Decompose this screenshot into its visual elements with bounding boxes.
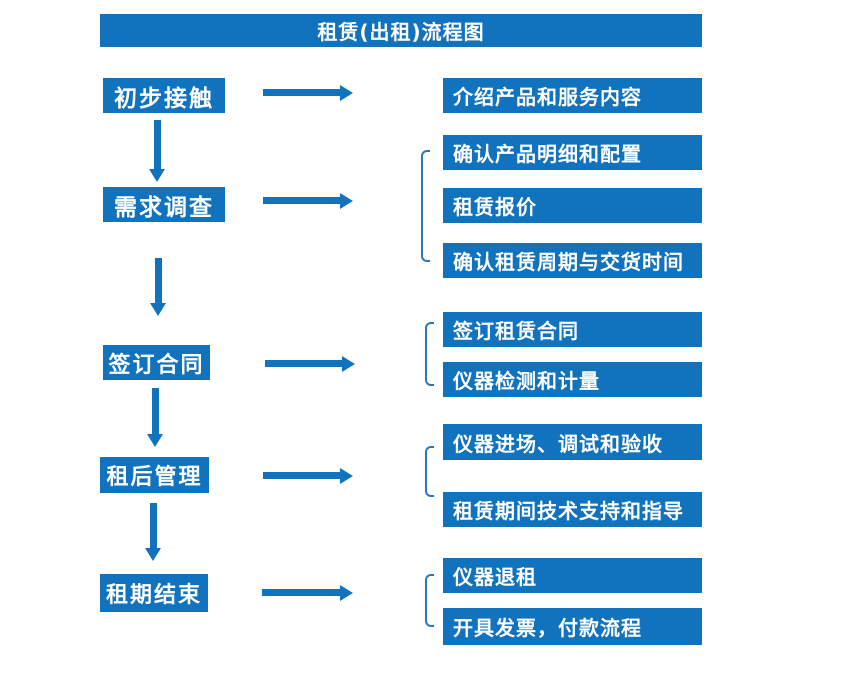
detail-box-invoice-payment: 开具发票，付款流程 — [443, 608, 702, 645]
detail-box-introduce-products: 介绍产品和服务内容 — [443, 78, 702, 113]
detail-box-instrument-return: 仪器退租 — [443, 558, 702, 593]
step-box-sign-contract: 签订合同 — [103, 345, 210, 380]
arrow-down-icon — [145, 503, 161, 561]
arrow-right-icon — [262, 585, 353, 601]
detail-box-technical-support: 租赁期间技术支持和指导 — [443, 492, 702, 527]
step-box-demand-survey: 需求调查 — [103, 187, 225, 222]
flowchart-title: 租赁(出租)流程图 — [100, 14, 702, 47]
arrow-right-icon — [265, 356, 355, 372]
detail-box-rental-quote: 租赁报价 — [443, 188, 702, 223]
arrow-right-icon — [263, 193, 353, 209]
detail-box-instrument-setup: 仪器进场、调试和验收 — [443, 424, 702, 460]
group-bracket-post-rental — [425, 446, 434, 497]
step-box-rental-end: 租期结束 — [100, 574, 208, 612]
arrow-down-icon — [149, 120, 165, 182]
arrow-down-icon — [147, 388, 163, 447]
detail-box-confirm-period-delivery: 确认租赁周期与交货时间 — [443, 243, 702, 278]
detail-box-confirm-product-config: 确认产品明细和配置 — [443, 135, 702, 170]
arrow-down-icon — [150, 258, 166, 316]
detail-box-sign-rental-contract: 签订租赁合同 — [443, 312, 702, 347]
group-bracket-sign-contract — [425, 322, 434, 386]
arrow-right-icon — [263, 85, 353, 101]
group-bracket-demand-survey — [421, 150, 430, 262]
step-box-post-rental-management: 租后管理 — [100, 457, 209, 493]
group-bracket-rental-end — [425, 574, 434, 627]
arrow-right-icon — [263, 468, 353, 484]
step-box-initial-contact: 初步接触 — [103, 78, 225, 113]
detail-box-instrument-testing: 仪器检测和计量 — [443, 362, 702, 397]
